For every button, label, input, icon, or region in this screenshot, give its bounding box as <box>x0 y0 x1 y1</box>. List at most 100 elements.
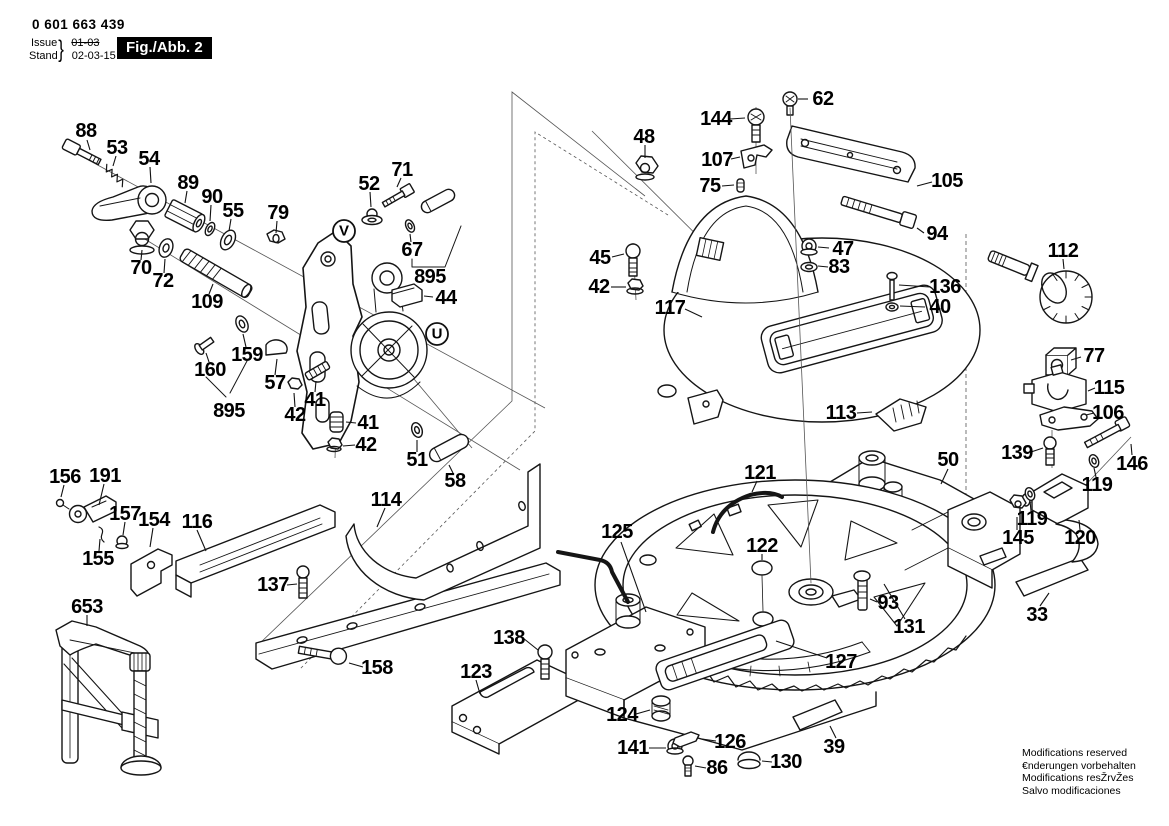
part-callout-33: 33 <box>1026 604 1048 626</box>
svg-text:V: V <box>339 223 349 240</box>
part-callout-122: 122 <box>746 535 778 557</box>
part-callout-160: 160 <box>194 359 226 381</box>
pivot-tab <box>371 262 403 294</box>
part-callout-653: 653 <box>71 596 103 618</box>
note-line: Modifications resŽrvŽes <box>1022 772 1134 784</box>
part-callout-79: 79 <box>267 202 289 224</box>
pin-155 <box>98 526 105 543</box>
leader-line-42 <box>293 392 296 408</box>
part-callout-131: 131 <box>893 616 925 638</box>
leader-line-137 <box>286 583 298 586</box>
nut-145 <box>1009 494 1027 509</box>
leader-line-155 <box>98 538 101 552</box>
base-frame-131 <box>556 491 1089 777</box>
part-callout-144: 144 <box>700 108 733 130</box>
pin-75 <box>736 178 745 193</box>
part-callout-70: 70 <box>130 257 152 279</box>
part-callout-136: 136 <box>929 276 961 298</box>
leader-line-159 <box>242 333 247 348</box>
leader-line-119 <box>1093 467 1097 478</box>
part-callout-121: 121 <box>744 462 776 484</box>
leader-line-116 <box>196 529 207 552</box>
leader-line-139 <box>1030 447 1044 453</box>
washer-55 <box>219 229 237 251</box>
part-callout-86: 86 <box>706 757 728 779</box>
part-callout-51: 51 <box>406 449 428 471</box>
insert-113 <box>875 398 927 432</box>
slide-bar <box>255 562 561 670</box>
sleeve-124 <box>651 695 671 722</box>
leader-line-79 <box>275 220 278 234</box>
leader-line-107 <box>730 156 741 160</box>
part-callout-40: 40 <box>929 296 951 318</box>
part-callout-105: 105 <box>931 170 963 192</box>
part-callout-138: 138 <box>493 627 525 649</box>
leader-line-130 <box>761 760 773 763</box>
leader-line-57 <box>274 358 278 376</box>
part-callout-120: 120 <box>1064 527 1096 549</box>
latch-44 <box>391 283 423 308</box>
leader-line-42 <box>342 444 356 447</box>
nut-42 <box>287 377 303 390</box>
flange-nut-52 <box>361 208 383 226</box>
leader-line-138 <box>522 637 539 651</box>
screw-86 <box>682 755 694 777</box>
right-column-parts <box>1009 347 1131 563</box>
leader-line-47 <box>817 246 830 249</box>
part-callout-94: 94 <box>926 223 949 245</box>
part-callout-119: 119 <box>1017 508 1048 530</box>
part-callout-158: 158 <box>361 657 393 679</box>
clamp-screw <box>120 652 162 776</box>
plate-105 <box>786 125 916 183</box>
washer-72 <box>158 238 174 258</box>
part-callout-72: 72 <box>152 270 174 292</box>
part-callout-116: 116 <box>182 511 213 533</box>
part-callout-145: 145 <box>1002 527 1034 549</box>
screw-137 <box>296 565 310 599</box>
sticker-33 <box>1015 557 1089 597</box>
leader-line-158 <box>348 662 364 668</box>
leader-line-191 <box>98 483 105 506</box>
leader-line-121 <box>751 480 758 493</box>
leader-line-77 <box>1070 356 1082 361</box>
part-callout-130: 130 <box>770 751 802 773</box>
pin-895 <box>420 188 456 214</box>
bolt-45 <box>625 243 641 277</box>
part-callout-48: 48 <box>633 126 655 148</box>
part-callout-67: 67 <box>401 239 423 261</box>
leader-line-112 <box>1062 258 1065 270</box>
leader-line-105 <box>916 181 933 187</box>
fence-assembly <box>55 495 336 599</box>
bolt-94 <box>840 195 918 229</box>
leader-line-115 <box>1087 387 1096 392</box>
hex-key-125 <box>556 550 630 604</box>
bolt-71 <box>381 183 415 208</box>
lock-lever-assembly <box>61 138 462 299</box>
leader-line-120 <box>1078 519 1081 531</box>
part-callout-137: 137 <box>257 574 289 596</box>
foot <box>657 384 677 398</box>
stand-label: Stand <box>29 50 58 62</box>
part-callout-45: 45 <box>589 247 611 269</box>
part-callout-106: 106 <box>1092 402 1124 424</box>
leader-line-53 <box>112 155 117 167</box>
center-axis <box>789 107 812 584</box>
part-callout-75: 75 <box>699 175 721 197</box>
leader-line-55 <box>228 218 232 232</box>
knob-112 <box>987 250 1093 324</box>
group-bracket-895-left <box>205 360 248 398</box>
part-callout-895: 895 <box>414 266 446 288</box>
part-callout-113: 113 <box>826 402 857 424</box>
document-number: 0 601 663 439 <box>32 17 125 32</box>
part-callout-155: 155 <box>82 548 114 570</box>
sticker-39 <box>792 699 843 731</box>
nut-70 <box>129 220 155 255</box>
clip-107 <box>740 144 773 169</box>
clevis-191 <box>68 495 117 524</box>
leader-line-41 <box>314 380 317 393</box>
bracket-115 <box>1023 364 1087 413</box>
part-callout-39: 39 <box>823 736 845 758</box>
